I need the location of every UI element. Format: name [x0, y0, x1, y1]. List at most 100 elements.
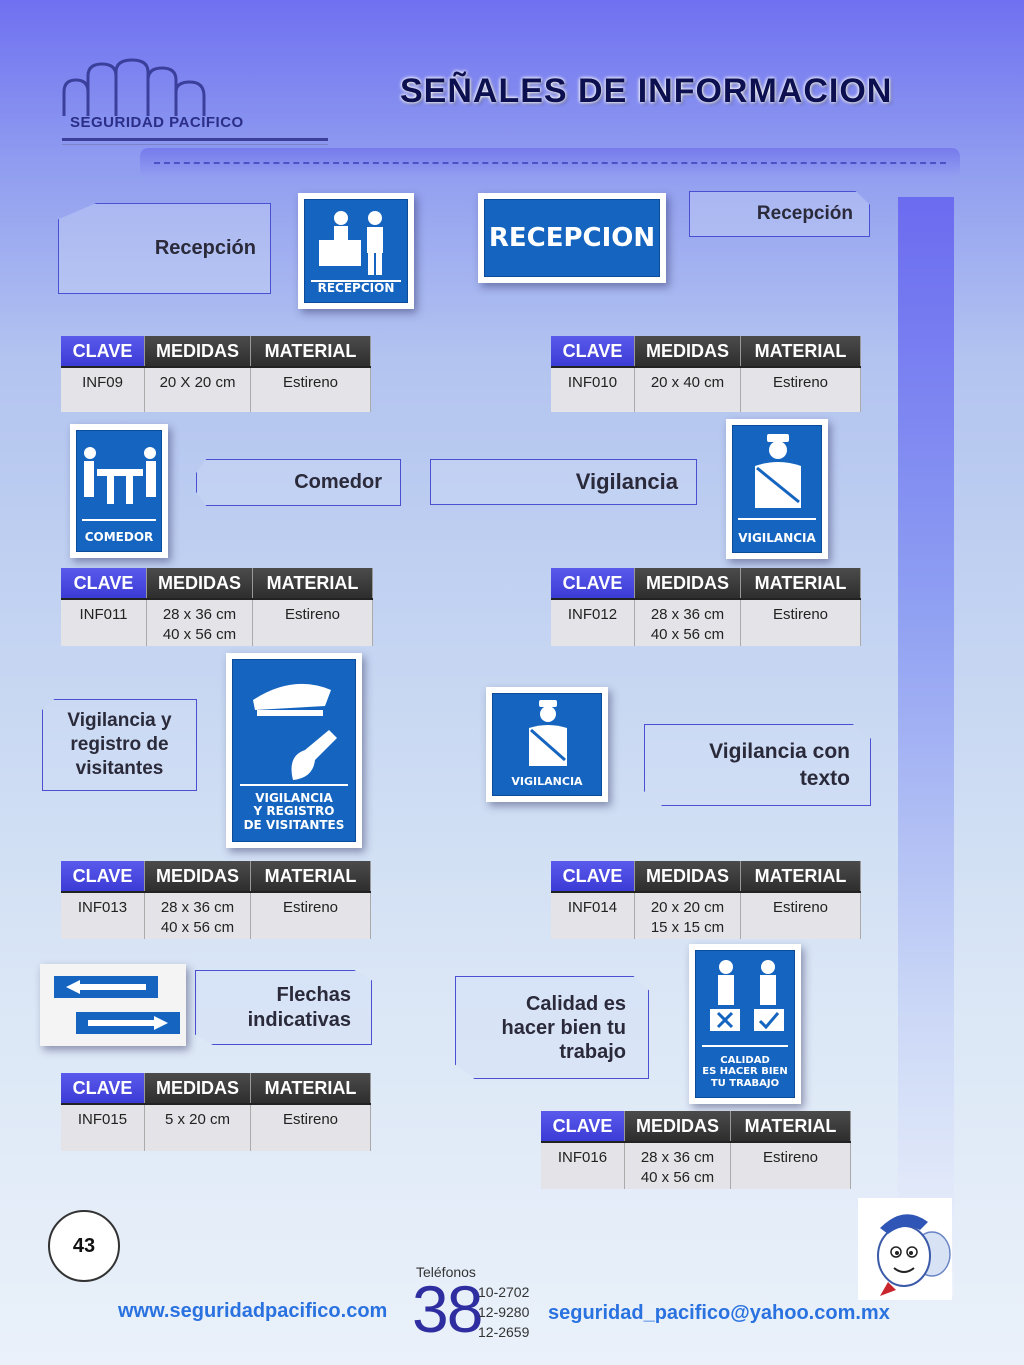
header-clave: CLAVE: [551, 861, 635, 891]
header-material: MATERIAL: [253, 568, 373, 598]
cell-clave: INF09: [61, 368, 145, 412]
cell-clave: INF016: [541, 1143, 625, 1189]
header-medidas: MEDIDAS: [625, 1111, 731, 1141]
phone-number: 12-9280: [478, 1304, 530, 1320]
phone-prefix: 38: [412, 1272, 483, 1346]
cell-material: Estireno: [253, 600, 373, 646]
cap-and-pen-icon: [253, 683, 337, 780]
workers-quality-icon: [710, 960, 784, 1031]
sign-calidad: CALIDAD ES HACER BIEN TU TRABAJO: [689, 944, 801, 1104]
cell-medidas: 20 X 20 cm: [145, 368, 251, 412]
header-clave: CLAVE: [61, 861, 145, 891]
cell-medidas: 5 x 20 cm: [145, 1105, 251, 1151]
mascot-image: [858, 1198, 952, 1300]
sign-flechas: [40, 964, 186, 1046]
header-medidas: MEDIDAS: [145, 336, 251, 366]
header-material: MATERIAL: [731, 1111, 851, 1141]
label-comedor: Comedor: [196, 459, 401, 506]
spec-table-inf012: CLAVE MEDIDAS MATERIAL INF012 28 x 36 cm…: [551, 568, 861, 646]
header-material: MATERIAL: [741, 861, 861, 891]
header-material: MATERIAL: [251, 336, 371, 366]
label-calidad: Calidad es hacer bien tu trabajo: [455, 976, 649, 1079]
cell-clave: INF014: [551, 893, 635, 939]
header-clave: CLAVE: [61, 1073, 145, 1103]
label-flechas: Flechas indicativas: [195, 970, 372, 1045]
spec-table-inf015: CLAVE MEDIDAS MATERIAL INF015 5 x 20 cm …: [61, 1073, 371, 1151]
header-material: MATERIAL: [741, 336, 861, 366]
header-clave: CLAVE: [551, 568, 635, 598]
buildings-logo-icon: [62, 58, 206, 116]
sign-comedor: COMEDOR: [70, 424, 168, 558]
label-vigilancia-registro: Vigilancia y registro de visitantes: [42, 699, 197, 791]
cell-clave: INF013: [61, 893, 145, 939]
header-clave: CLAVE: [551, 336, 635, 366]
phone-number: 12-2659: [478, 1324, 530, 1340]
header-clave: CLAVE: [541, 1111, 625, 1141]
sign-caption: VIGILANCIA: [511, 775, 583, 789]
sign-caption: RECEPCION: [488, 223, 656, 253]
email-link[interactable]: seguridad_pacifico@yahoo.com.mx: [548, 1302, 890, 1324]
spec-table-inf013: CLAVE MEDIDAS MATERIAL INF013 28 x 36 cm…: [61, 861, 371, 939]
cell-material: Estireno: [741, 600, 861, 646]
cell-material: Estireno: [741, 368, 861, 412]
cell-clave: INF011: [61, 600, 147, 646]
guard-icon: [755, 434, 801, 508]
arrows-icon: [54, 976, 180, 1034]
dashed-divider: [140, 148, 960, 178]
company-logo: SEGURIDAD PACIFICO: [60, 58, 330, 150]
cell-material: Estireno: [251, 1105, 371, 1151]
reception-desk-icon: [319, 211, 383, 275]
sign-vigilancia-texto: VIGILANCIA: [486, 687, 608, 802]
spec-table-inf014: CLAVE MEDIDAS MATERIAL INF014 20 x 20 cm…: [551, 861, 861, 939]
sign-recepcion-wide: RECEPCION: [478, 193, 666, 283]
header-medidas: MEDIDAS: [145, 861, 251, 891]
cell-material: Estireno: [251, 368, 371, 412]
website-link[interactable]: www.seguridadpacifico.com: [118, 1300, 388, 1322]
header-material: MATERIAL: [741, 568, 861, 598]
cell-clave: INF012: [551, 600, 635, 646]
header-medidas: MEDIDAS: [635, 568, 741, 598]
cell-material: Estireno: [731, 1143, 851, 1189]
phones-label: Teléfonos: [416, 1264, 476, 1280]
phone-number: 10-2702: [478, 1284, 530, 1300]
label-vigilancia: Vigilancia: [430, 459, 697, 505]
spec-table-inf010: CLAVE MEDIDAS MATERIAL INF010 20 x 40 cm…: [551, 336, 861, 412]
sign-vigilancia: VIGILANCIA: [726, 419, 828, 559]
label-recepcion-1: Recepción: [58, 203, 271, 294]
label-recepcion-2: Recepción: [689, 191, 870, 237]
cell-material: Estireno: [251, 893, 371, 939]
page-title: SEÑALES DE INFORMACION: [400, 72, 893, 110]
cell-medidas: 20 x 40 cm: [635, 368, 741, 412]
header-clave: CLAVE: [61, 568, 147, 598]
side-decor-bar: [898, 197, 954, 1297]
spec-table-inf016: CLAVE MEDIDAS MATERIAL INF016 28 x 36 cm…: [541, 1111, 851, 1189]
cell-clave: INF010: [551, 368, 635, 412]
sign-recepcion-square: RECEPCION: [298, 193, 414, 309]
logo-text: SEGURIDAD PACIFICO: [70, 114, 244, 131]
logo-underline: [62, 138, 328, 141]
sign-caption: COMEDOR: [84, 530, 154, 545]
sign-vigilancia-registro: VIGILANCIA Y REGISTRO DE VISITANTES: [226, 653, 362, 848]
cell-clave: INF015: [61, 1105, 145, 1151]
sign-caption: RECEPCION: [317, 281, 395, 296]
sign-caption: CALIDAD ES HACER BIEN TU TRABAJO: [702, 1054, 788, 1089]
logo-underline-thin: [62, 144, 328, 145]
header-clave: CLAVE: [61, 336, 145, 366]
sign-caption: VIGILANCIA Y REGISTRO DE VISITANTES: [243, 790, 345, 833]
header-material: MATERIAL: [251, 861, 371, 891]
header-medidas: MEDIDAS: [635, 336, 741, 366]
header-medidas: MEDIDAS: [147, 568, 253, 598]
cell-material: Estireno: [741, 893, 861, 939]
header-material: MATERIAL: [251, 1073, 371, 1103]
mascot-icon: [877, 1214, 951, 1296]
page-number: 43: [48, 1210, 120, 1282]
spec-table-inf011: CLAVE MEDIDAS MATERIAL INF011 28 x 36 cm…: [61, 568, 373, 646]
sign-caption: VIGILANCIA: [738, 531, 816, 546]
spec-table-inf09: CLAVE MEDIDAS MATERIAL INF09 20 X 20 cm …: [61, 336, 371, 412]
header-medidas: MEDIDAS: [145, 1073, 251, 1103]
